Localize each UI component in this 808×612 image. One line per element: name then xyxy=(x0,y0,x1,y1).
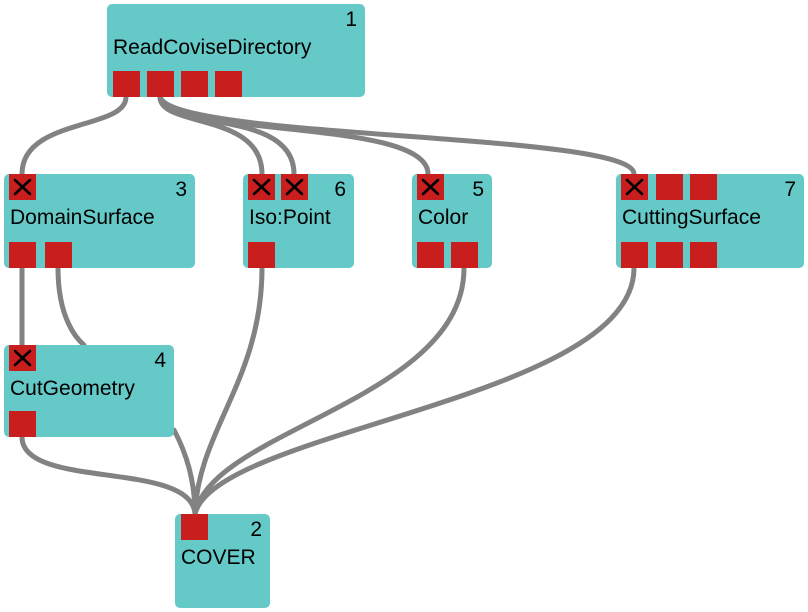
module-title: DomainSurface xyxy=(10,206,155,229)
module-number: 6 xyxy=(334,178,346,201)
module-title: ReadCoviseDirectory xyxy=(113,36,312,59)
module-cut-geometry[interactable]: 4 CutGeometry xyxy=(4,345,174,437)
input-port-1[interactable] xyxy=(181,514,208,540)
module-domain-surface[interactable]: 3 DomainSurface xyxy=(4,174,195,268)
input-port-1[interactable] xyxy=(248,174,275,200)
output-port-1[interactable] xyxy=(621,242,648,268)
x-mark-icon xyxy=(285,178,304,196)
x-mark-icon xyxy=(421,178,440,196)
output-port-1[interactable] xyxy=(9,242,36,268)
output-port-2[interactable] xyxy=(45,242,72,268)
module-cover[interactable]: 2 COVER xyxy=(175,514,270,608)
module-number: 7 xyxy=(784,178,796,201)
connection-read-to-domainsurface[interactable] xyxy=(19,94,129,177)
module-title: Color xyxy=(418,206,469,229)
module-iso-point[interactable]: 6 Iso:Point xyxy=(243,174,354,268)
output-port-1[interactable] xyxy=(9,411,36,437)
output-port-1[interactable] xyxy=(113,71,140,97)
output-port-3[interactable] xyxy=(181,71,208,97)
module-number: 4 xyxy=(154,349,166,372)
module-color[interactable]: 5 Color xyxy=(412,174,492,268)
connection-color-to-cover[interactable] xyxy=(192,265,467,517)
module-read-covise-directory[interactable]: 1 ReadCoviseDirectory xyxy=(107,4,365,97)
input-port-1[interactable] xyxy=(9,345,36,371)
module-number: 1 xyxy=(345,8,357,31)
connection-read-to-cuttingsurface[interactable] xyxy=(157,94,637,177)
input-port-1[interactable] xyxy=(417,174,444,200)
module-title: Iso:Point xyxy=(249,206,331,229)
output-port-3[interactable] xyxy=(690,242,717,268)
module-title: CutGeometry xyxy=(10,377,135,400)
output-port-1[interactable] xyxy=(417,242,444,268)
connection-cuttingsurface-to-cover[interactable] xyxy=(192,265,637,517)
module-title: CuttingSurface xyxy=(622,206,761,229)
module-number: 3 xyxy=(175,178,187,201)
module-number: 5 xyxy=(472,178,484,201)
input-port-3[interactable] xyxy=(690,174,717,200)
input-port-1[interactable] xyxy=(621,174,648,200)
input-port-2[interactable] xyxy=(281,174,308,200)
connection-isopoint-to-cover[interactable] xyxy=(192,265,265,517)
output-port-2[interactable] xyxy=(147,71,174,97)
output-port-4[interactable] xyxy=(215,71,242,97)
x-mark-icon xyxy=(252,178,271,196)
input-port-1[interactable] xyxy=(9,174,36,200)
output-port-2[interactable] xyxy=(451,242,478,268)
output-port-2[interactable] xyxy=(656,242,683,268)
x-mark-icon xyxy=(625,178,644,196)
output-port-1[interactable] xyxy=(248,242,275,268)
x-mark-icon xyxy=(13,178,32,196)
module-number: 2 xyxy=(250,518,262,541)
connection-cutgeometry-to-cover[interactable] xyxy=(19,434,198,517)
x-mark-icon xyxy=(13,349,32,367)
module-cutting-surface[interactable]: 7 CuttingSurface xyxy=(616,174,804,268)
input-port-2[interactable] xyxy=(656,174,683,200)
module-title: COVER xyxy=(181,546,256,569)
